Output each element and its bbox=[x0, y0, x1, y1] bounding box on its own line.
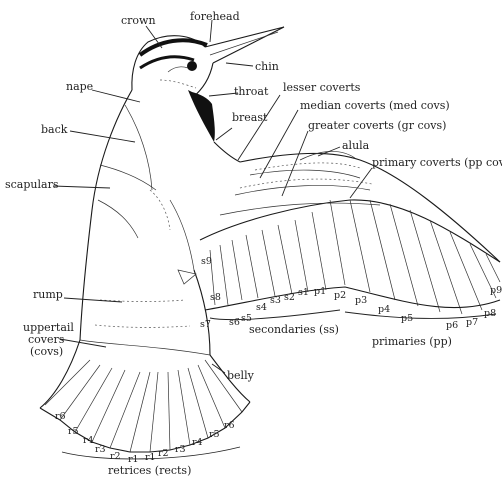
retrix-number: r4 bbox=[192, 437, 203, 448]
label-primaries: primaries (pp) bbox=[372, 335, 452, 348]
retrix-number: r1 bbox=[145, 452, 156, 463]
label-back: back bbox=[41, 123, 68, 136]
label-alula: alula bbox=[342, 139, 370, 152]
retrix-number: r2 bbox=[110, 451, 121, 462]
bird-illustration bbox=[40, 27, 500, 452]
retrix-number: r6 bbox=[224, 420, 235, 431]
primary-feather-numbers: p1 p2 p3 p4 p5 p6 p7 p8 p9 bbox=[314, 285, 502, 331]
label-crown: crown bbox=[121, 14, 156, 27]
label-nape: nape bbox=[66, 80, 93, 93]
label-uppertail-coverts-line3: (covs) bbox=[30, 345, 63, 358]
label-median-coverts: median coverts (med covs) bbox=[300, 99, 450, 112]
secondary-number: s5 bbox=[241, 313, 252, 324]
retrix-number: r4 bbox=[83, 435, 94, 446]
primary-number: p5 bbox=[401, 313, 413, 324]
primary-number: p1 bbox=[314, 286, 326, 297]
retrix-numbers-left: r6 r5 r4 r3 r2 r1 bbox=[55, 411, 139, 465]
primary-number: p7 bbox=[466, 317, 478, 328]
label-rump: rump bbox=[33, 288, 63, 301]
primary-number: p3 bbox=[355, 295, 367, 306]
secondary-number: s1 bbox=[298, 287, 309, 298]
primary-number: p6 bbox=[446, 320, 458, 331]
secondary-number: s3 bbox=[270, 295, 281, 306]
primary-number: p8 bbox=[484, 308, 496, 319]
retrix-number: r5 bbox=[209, 429, 220, 440]
labels: crown forehead chin nape throat lesser c… bbox=[5, 10, 502, 477]
label-forehead: forehead bbox=[190, 10, 240, 23]
secondary-number: s4 bbox=[256, 302, 267, 313]
label-chin: chin bbox=[255, 60, 279, 73]
label-throat: throat bbox=[234, 85, 269, 98]
secondary-number: s9 bbox=[201, 256, 212, 267]
label-lesser-coverts: lesser coverts bbox=[283, 81, 361, 94]
label-breast: breast bbox=[232, 111, 268, 124]
retrix-number: r3 bbox=[95, 444, 106, 455]
secondary-number: s6 bbox=[229, 317, 240, 328]
retrix-numbers-right: r1 r2 r3 r4 r5 r6 bbox=[145, 420, 235, 463]
label-scapulars: scapulars bbox=[5, 178, 59, 191]
retrix-number: r2 bbox=[158, 448, 169, 459]
primary-number: p4 bbox=[378, 304, 390, 315]
label-greater-coverts: greater coverts (gr covs) bbox=[308, 119, 446, 132]
primary-number: p2 bbox=[334, 290, 346, 301]
retrix-number: r3 bbox=[175, 444, 186, 455]
label-primary-coverts: primary coverts (pp covs) bbox=[372, 156, 502, 169]
label-retrices: retrices (rects) bbox=[108, 464, 191, 477]
label-belly: belly bbox=[227, 369, 255, 382]
secondary-number: s7 bbox=[200, 319, 211, 330]
primary-number: p9 bbox=[490, 285, 502, 296]
retrix-number: r1 bbox=[128, 454, 139, 465]
retrix-number: r5 bbox=[68, 426, 79, 437]
secondary-number: s8 bbox=[210, 292, 221, 303]
secondary-number: s2 bbox=[284, 292, 295, 303]
label-secondaries: secondaries (ss) bbox=[249, 323, 339, 336]
leader-lines bbox=[53, 20, 496, 459]
retrix-number: r6 bbox=[55, 411, 66, 422]
eye-icon bbox=[187, 61, 197, 71]
